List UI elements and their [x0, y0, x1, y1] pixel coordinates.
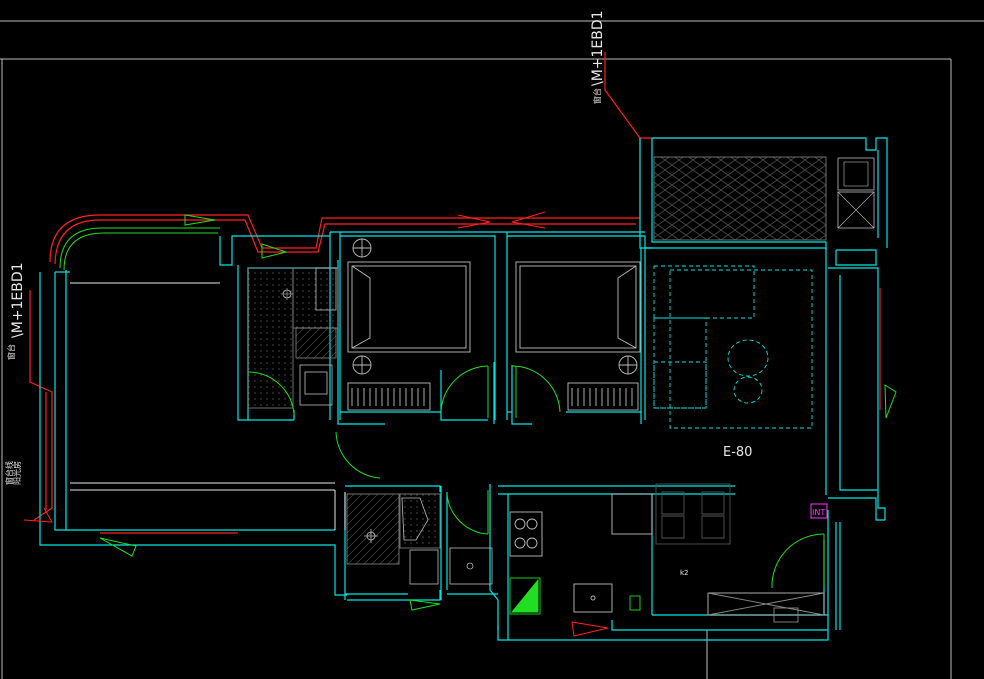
white-lines — [70, 282, 346, 530]
window-markers — [23, 211, 897, 637]
kitchen-tag: k2 — [680, 569, 689, 577]
viewport-frame — [0, 20, 984, 679]
left-window-note-3: 阳光房 — [12, 461, 22, 485]
top-window-note: 窗台 — [592, 88, 602, 104]
left-window-tag: \M+1EBD1 — [10, 262, 26, 338]
balcony-floor-hatch — [653, 156, 827, 241]
kitchen-furniture — [509, 483, 825, 623]
bathroom-left — [247, 267, 339, 409]
green-curve-lines — [59, 227, 220, 271]
room-code-label: E-80 — [723, 445, 752, 460]
bedroom-1-furniture — [347, 238, 471, 411]
washer-drum — [843, 161, 869, 187]
insert-box — [810, 503, 828, 519]
washer-unit — [837, 157, 875, 191]
door-swings — [247, 365, 825, 589]
red-boundary-lines — [29, 52, 881, 534]
bathroom-right — [346, 493, 493, 585]
dryer-cross — [837, 191, 875, 229]
bedroom-2-furniture — [515, 261, 641, 411]
left-window-note: 窗台 — [6, 344, 16, 360]
insert-tag: INT — [812, 508, 825, 517]
left-window-note-2: 窗台线 — [4, 461, 14, 485]
top-window-tag: \M+1EBD1 — [590, 10, 606, 86]
living-room-furniture — [653, 265, 813, 429]
dryer-unit — [837, 191, 875, 229]
